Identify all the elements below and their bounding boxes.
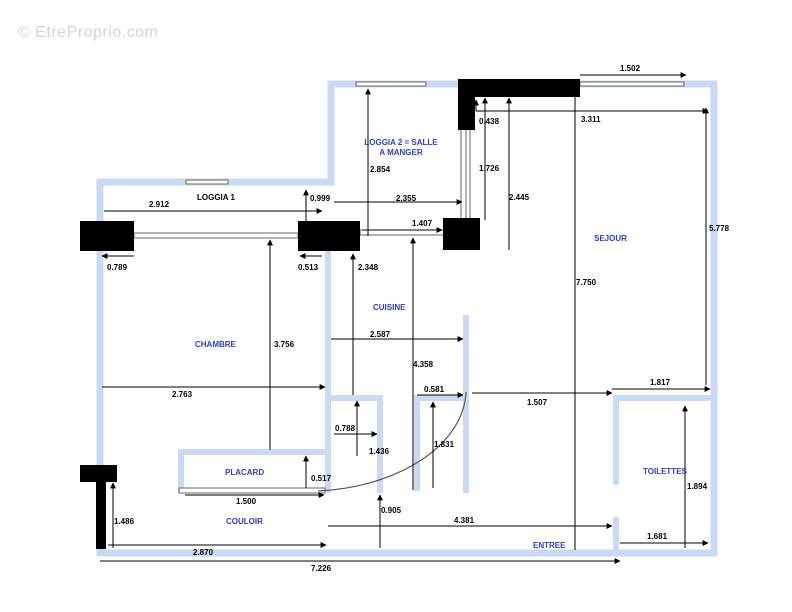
dim-label: 1.507 bbox=[527, 398, 548, 407]
dim-label: 3.756 bbox=[274, 340, 295, 349]
dim-label: 1.407 bbox=[412, 219, 433, 228]
dim-label: 2.355 bbox=[396, 194, 417, 203]
watermark: © EtreProprio.com bbox=[18, 24, 159, 41]
dim-label: 1.502 bbox=[620, 64, 641, 73]
room-label-entree: ENTREE bbox=[533, 541, 566, 550]
dim-label: 1.894 bbox=[687, 482, 708, 491]
dimension-lines bbox=[100, 72, 711, 564]
dim-label: 1.726 bbox=[479, 164, 500, 173]
room-label-toilettes: TOILETTES bbox=[643, 467, 688, 476]
dimension-labels: 1.502 3.311 0.438 1.726 2.445 5.778 2.85… bbox=[107, 64, 730, 573]
dim-label: 2.587 bbox=[370, 330, 391, 339]
dim-label: 1.436 bbox=[369, 447, 390, 456]
dim-label: 1.681 bbox=[647, 532, 668, 541]
room-label-sejour: SEJOUR bbox=[594, 234, 627, 243]
dim-label: 0.438 bbox=[479, 117, 500, 126]
dim-label: 0.905 bbox=[381, 506, 402, 515]
dim-label: 5.778 bbox=[709, 224, 730, 233]
dim-label: 4.381 bbox=[454, 516, 475, 525]
dim-label: 2.854 bbox=[370, 165, 391, 174]
dim-label: 1.486 bbox=[114, 517, 135, 526]
dim-label: 1.500 bbox=[236, 497, 257, 506]
room-label-loggia1: LOGGIA 1 bbox=[197, 193, 235, 202]
dim-label: 2.445 bbox=[509, 193, 530, 202]
dim-label: 2.348 bbox=[358, 263, 379, 272]
dim-label: 7.226 bbox=[311, 564, 332, 573]
dim-label: 2.870 bbox=[193, 548, 214, 557]
room-label-couloir: COULOIR bbox=[226, 517, 263, 526]
pillars bbox=[80, 79, 580, 549]
dim-label: 2.763 bbox=[172, 390, 193, 399]
door-swing bbox=[317, 391, 467, 492]
dim-label: 7.750 bbox=[576, 278, 597, 287]
dim-label: 0.513 bbox=[298, 263, 319, 272]
dim-label: 0.581 bbox=[424, 385, 445, 394]
dim-label: 1.831 bbox=[434, 440, 455, 449]
dim-label: 0.788 bbox=[335, 424, 356, 433]
dim-label: 0.517 bbox=[311, 474, 332, 483]
room-labels: LOGGIA 1 LOGGIA 2 = SALLE A MANGER SEJOU… bbox=[195, 138, 688, 550]
room-label-placard: PLACARD bbox=[225, 468, 264, 477]
room-label-loggia2-line2: A MANGER bbox=[379, 148, 422, 157]
dim-label: 0.789 bbox=[107, 263, 128, 272]
dim-label: 2.912 bbox=[149, 200, 170, 209]
dim-label: 4.358 bbox=[413, 360, 434, 369]
dim-label: 3.311 bbox=[581, 115, 601, 124]
dim-label: 0.999 bbox=[310, 194, 331, 203]
dim-label: 1.817 bbox=[650, 378, 671, 387]
room-label-cuisine: CUISINE bbox=[373, 303, 406, 312]
room-label-chambre: CHAMBRE bbox=[195, 340, 237, 349]
room-label-loggia2: LOGGIA 2 = SALLE bbox=[364, 138, 438, 147]
